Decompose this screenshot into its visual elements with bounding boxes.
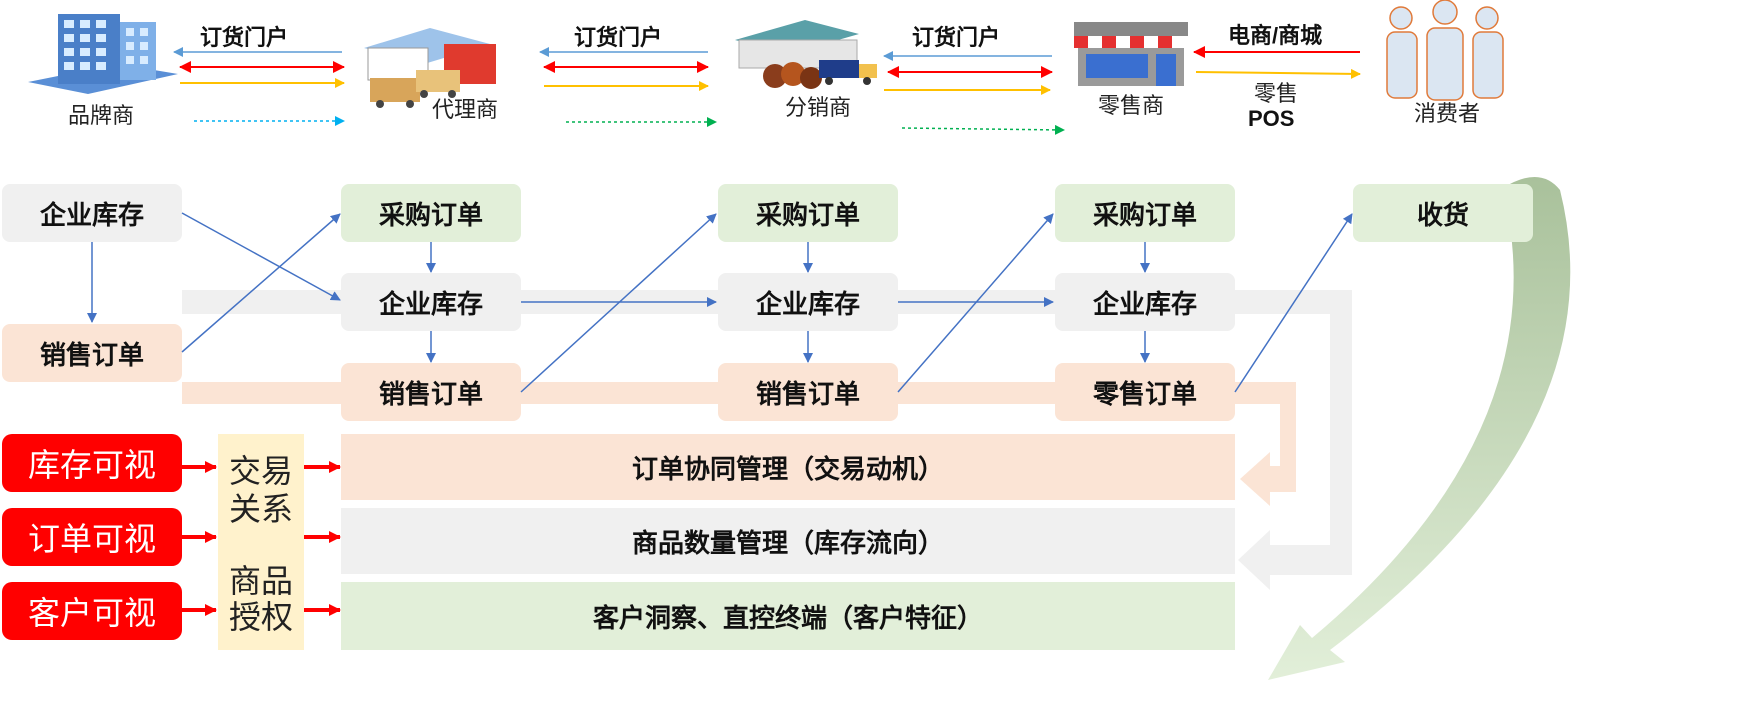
ecommerce-label: 电商/商城 [1228,23,1323,48]
product-authorization-line2: 授权 [228,599,293,635]
order-collaboration-band: 订单协同管理（交易动机） [341,434,1235,500]
quantity-management-band: 商品数量管理（库存流向） [341,508,1235,574]
portal-label-1: 订货门户 [200,25,289,50]
portal-label-2: 订货门户 [574,25,663,50]
trade-relationship-line1: 交易 [228,453,293,489]
consumer-label: 消费者 [1414,101,1481,126]
pos-label: POS [1248,106,1295,131]
store-icon [1072,22,1190,88]
trade-relationship-line2: 关系 [228,491,293,527]
distributor-purchase-order-box: 采购订单 [718,184,898,242]
brand-label: 品牌商 [68,103,135,128]
warehouse-trucks-icon [360,18,500,108]
distribution-center-icon [735,14,885,94]
relationship-authorization-panel [218,434,304,650]
agent-label: 代理商 [432,97,499,122]
brand-inventory-box: 企业库存 [2,184,182,242]
distributor-sales-order-box: 销售订单 [718,363,898,421]
portal-label-3: 订货门户 [912,25,1001,50]
green-return-arrow [1268,176,1571,680]
retailer-purchase-order-box: 采购订单 [1055,184,1235,242]
peach-return-arrow [1238,382,1296,506]
brand-sales-order-box: 销售订单 [2,324,182,382]
building-icon [28,8,178,98]
distributor-inventory-box: 企业库存 [718,273,898,331]
receive-goods-box: 收货 [1353,184,1533,242]
retail-order-box: 零售订单 [1055,363,1235,421]
distributor-label: 分销商 [785,95,852,120]
agent-purchase-order-box: 采购订单 [341,184,521,242]
product-authorization-line1: 商品 [228,563,293,599]
agent-sales-order-box: 销售订单 [341,363,521,421]
customer-insight-band: 客户洞察、直控终端（客户特征） [341,582,1235,650]
retailer-label: 零售商 [1098,93,1165,118]
retail-label: 零售 [1254,81,1299,106]
customer-visibility-tag: 客户可视 [2,582,182,640]
agent-inventory-box: 企业库存 [341,273,521,331]
retailer-inventory-box: 企业库存 [1055,273,1235,331]
consumers-icon [1385,0,1505,104]
order-visibility-tag: 订单可视 [2,508,182,566]
inventory-visibility-tag: 库存可视 [2,434,182,492]
